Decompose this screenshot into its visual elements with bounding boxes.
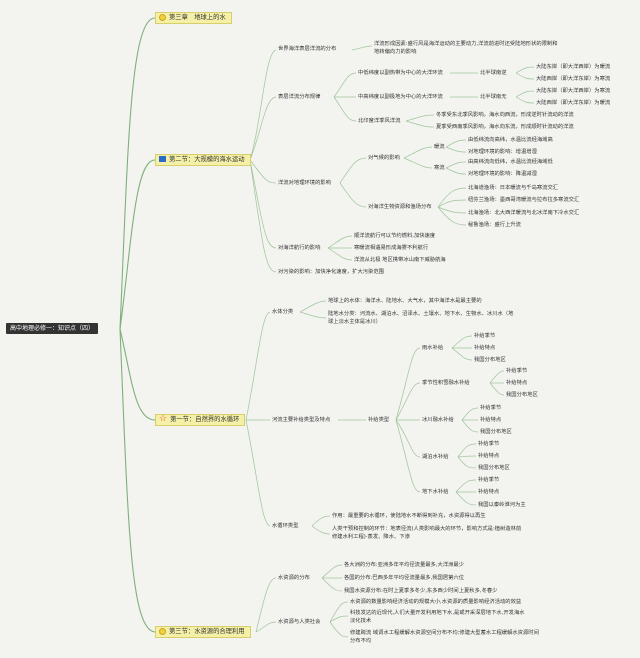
node-rain-feature: 补给特点 xyxy=(474,345,496,351)
link-root-s3 xyxy=(119,328,156,633)
star-icon: ☆ xyxy=(159,414,168,424)
node-rain-region: 我国分布地区 xyxy=(474,357,506,363)
node-mid-east: 大陆东岸（即大洋西岸）为寒流 xyxy=(536,88,611,94)
node-pollution-impact[interactable]: 对污染的影响：加快净化速度，扩大污染范围 xyxy=(278,269,384,275)
node-cycle-role: 作用：最重要的水循环，使陆地水不断得到补充，水资源得以再生 xyxy=(332,513,486,519)
node-nav-3: 洋流从北极 地区携带冰山南下威胁航海 xyxy=(354,257,446,263)
node-water-bodies: 地球上的水体：海洋水、陆地水、大气水，其中海洋水是最主要的 xyxy=(328,298,482,304)
node-snow-season: 补给季节 xyxy=(506,368,528,374)
section-1-node[interactable]: ☆第一节：自然界的水循环 xyxy=(155,414,246,426)
node-nav-2: 寒暖流相遇易形成海雾不利航行 xyxy=(354,245,429,251)
section-3-node[interactable]: 第三节：水资源的合理利用 xyxy=(155,626,251,638)
node-society-2b: 淡化技术 xyxy=(350,618,372,624)
node-low-lat-gyre[interactable]: 中低纬度以副热带为中心的大洋环流 xyxy=(358,70,443,76)
node-snow-feature: 补给特点 xyxy=(506,380,528,386)
node-land-water-2: 球上淡水主体是冰川） xyxy=(328,319,381,325)
node-water-and-society[interactable]: 水资源与人类社会 xyxy=(278,619,321,625)
node-lake-supply[interactable]: 湖泊水补给 xyxy=(422,454,449,460)
node-north-hemi-1[interactable]: 北半球南逆 xyxy=(480,70,507,76)
node-snow-supply[interactable]: 季节性积雪融水补给 xyxy=(422,380,470,386)
node-glacier-season: 补给季节 xyxy=(480,405,502,411)
root-node[interactable]: 高中地理必修一：知识点（四） xyxy=(6,323,99,334)
node-ground-feature: 补给特点 xyxy=(478,489,500,495)
node-lake-region: 我国分布地区 xyxy=(478,465,510,471)
node-fishery-northsea: 北海渔场：北大西洋暖流与北冰洋南下冷水交汇 xyxy=(468,210,580,216)
node-ground-supply[interactable]: 地下水补给 xyxy=(422,489,449,495)
node-lake-feature: 补给特点 xyxy=(478,453,500,459)
node-current-distribution[interactable]: 世界海洋表层洋流的分布 xyxy=(278,46,337,52)
node-fishery-peru: 秘鲁渔场：盛行上升流 xyxy=(468,222,521,228)
node-dist-country: 各国的分布:巴西多年平均径流量最多,我国居第六位 xyxy=(344,575,465,581)
node-ground-region: 我国以秦岭淮河为主 xyxy=(478,502,526,508)
node-lake-season: 补给季节 xyxy=(478,441,500,447)
node-low-west: 大陆西岸（即大洋东岸）为寒流 xyxy=(536,76,611,82)
node-climate-impact[interactable]: 对气候的影响 xyxy=(368,155,400,161)
node-current-cause-2: 地转偏向力的影响 xyxy=(374,49,417,55)
chapter-3-node[interactable]: 第三章 地球上的水 xyxy=(155,12,232,24)
node-glacier-region: 我国分布地区 xyxy=(480,429,512,435)
node-rain-supply[interactable]: 雨水补给 xyxy=(422,345,444,351)
node-nav-1: 顺洋流航行可以节约燃料,加快速度 xyxy=(354,233,436,239)
node-low-east: 大陆东岸（即大洋西岸）为暖流 xyxy=(536,64,611,70)
node-cold-current[interactable]: 寒流 xyxy=(434,165,445,171)
node-river-supply[interactable]: 河流主要补给类型及特点 xyxy=(272,417,331,423)
chapter-3-label: 第三章 地球上的水 xyxy=(169,14,226,21)
circle-marker-icon xyxy=(159,627,166,635)
node-north-hemi-2[interactable]: 北半球南无 xyxy=(480,94,507,100)
node-water-classification[interactable]: 水体分类 xyxy=(272,309,294,315)
node-warm-2: 对地理环境的影响：增温增湿 xyxy=(468,149,537,155)
node-fishery-impact[interactable]: 对海洋生物资源和渔场分布 xyxy=(368,204,432,210)
node-supply-type[interactable]: 补给类型 xyxy=(368,417,390,423)
node-env-impact[interactable]: 洋流对地理环境的影响 xyxy=(278,180,331,186)
section-2-node[interactable]: 第二节：大规模的海水运动 xyxy=(155,154,251,166)
node-glacier-feature: 补给特点 xyxy=(480,417,502,423)
node-warm-1: 由低纬流向高纬，水温比流经海域高 xyxy=(468,137,553,143)
node-rain-season: 补给季节 xyxy=(474,333,496,339)
node-ground-season: 补给季节 xyxy=(478,477,500,483)
node-navigation-impact[interactable]: 对海洋航行的影响 xyxy=(278,245,321,251)
node-cold-1: 由高纬流向低纬，水温比流经海域低 xyxy=(468,159,553,165)
node-society-2a: 科技发达的近现代,人们大量开发利用地下水,是或开采深层地下水,开发海水 xyxy=(350,610,525,616)
circle-marker-icon xyxy=(159,13,166,21)
link-root-ch3 xyxy=(119,17,156,330)
node-cycle-human-1: 人类干预和控制的环节：地表径流(人类影响最大的环节，影响方式是:植树造林前 xyxy=(332,526,522,532)
node-cold-2: 对地理环境的影响：降温减湿 xyxy=(468,171,537,177)
node-monsoon-current[interactable]: 北印度洋季风洋流 xyxy=(358,118,401,124)
node-society-1: 水资源的数量影响经济活动的规模大小,水资源的质量影响经济活动的效益 xyxy=(350,599,522,605)
node-snow-region: 我国分布地区 xyxy=(506,392,538,398)
node-dist-china: 我国水资源分布:在时上夏季多冬少,东多西少时间上夏秋多,冬春少 xyxy=(344,588,498,594)
link-root-s2 xyxy=(119,159,156,330)
node-water-cycle[interactable]: 水循环类型 xyxy=(272,523,299,529)
section-1-label: 第一节：自然界的水循环 xyxy=(170,416,240,423)
flag-icon xyxy=(159,156,166,162)
node-water-resource-dist[interactable]: 水资源的分布 xyxy=(278,575,310,581)
node-mid-west: 大陆西岸（即大洋东岸）为暖流 xyxy=(536,100,611,106)
link-root-s1 xyxy=(119,328,156,421)
section-2-label: 第二节：大规模的海水运动 xyxy=(169,156,245,163)
node-warm-current[interactable]: 暖流 xyxy=(434,144,445,150)
node-monsoon-winter: 冬季受东北季风影响，海水向西流，形成逆时针流动的洋流 xyxy=(436,112,574,118)
node-fishery-hokkaido: 北海道渔场：日本暖流与千岛寒流交汇 xyxy=(468,185,559,191)
node-society-3a: 修建跨流 域调水工程缓解水资源空间分布不均;修建大型蓄水工程缓解水资源时间 xyxy=(350,630,539,636)
node-cycle-human-2: 修建水利工程)·蒸发、降水、下渗 xyxy=(332,534,410,540)
node-current-cause-1: 洋流形成因素:盛行风是海洋运动的主要动力,洋流前进时还受陆地形状的限制和 xyxy=(374,41,558,47)
node-fishery-newfoundland: 纽芬兰渔场：墨西哥湾暖流与拉布拉多寒流交汇 xyxy=(468,197,580,203)
node-monsoon-summer: 夏季受西南季风影响，海水向东流，形成顺时针流动的洋流 xyxy=(436,124,574,130)
section-3-label: 第三节：水资源的合理利用 xyxy=(169,628,245,635)
node-dist-continent: 各大洲的分布:亚洲多年平均径流量最多,大洋洲最少 xyxy=(344,562,465,568)
node-mid-lat-gyre[interactable]: 中高纬度以副极地为中心的大洋环流 xyxy=(358,94,443,100)
node-society-3b: 分布不均 xyxy=(350,638,372,644)
node-land-water-1: 陆地水分类：河流水、湖泊水、沼泽水、土壤水、地下水、生物水、冰川水（地 xyxy=(328,311,514,317)
node-glacier-supply[interactable]: 冰川融水补给 xyxy=(422,417,454,423)
node-surface-pattern[interactable]: 表层洋流分布规律 xyxy=(278,94,321,100)
